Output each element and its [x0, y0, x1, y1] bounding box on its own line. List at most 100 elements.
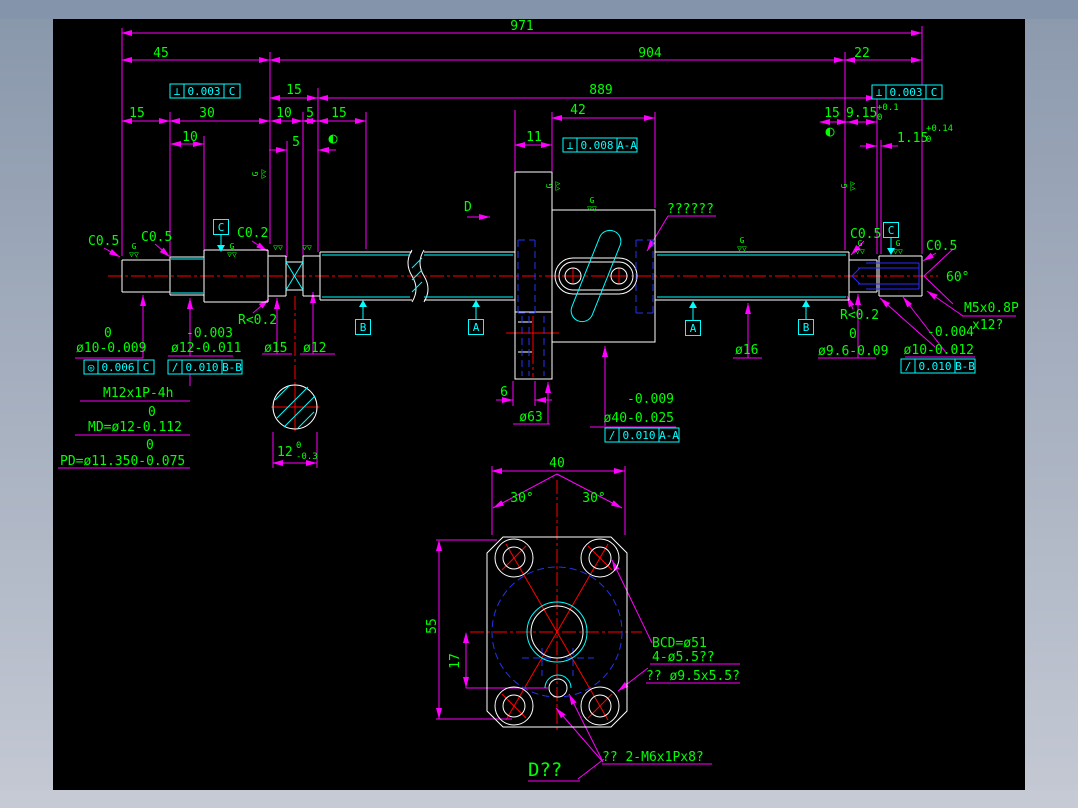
dim-15d: 15: [824, 106, 840, 121]
surface-finish-symbol: G▽▽: [227, 242, 237, 259]
dim-10a: 10: [276, 106, 292, 121]
fcf-value: 0.008: [580, 139, 613, 152]
surface-finish-symbol: G▽▽: [545, 181, 562, 191]
dim-63: ø63: [519, 410, 542, 425]
tol-d16: ø16: [735, 343, 758, 358]
fcf-symbol: /: [905, 360, 912, 373]
tol-d15: ø15: [264, 341, 287, 356]
datum-label: B: [360, 321, 367, 334]
fcf-symbol: /: [609, 429, 616, 442]
bv-dim-17: 17: [448, 653, 463, 669]
tol-d12: ø12-0.011: [171, 341, 241, 356]
surface-finish-symbol: G▽▽: [587, 196, 597, 213]
datum-label: B: [803, 321, 810, 334]
fcf-datum: B-B: [955, 360, 975, 373]
surface-finish-symbol: G▽▽: [737, 236, 747, 253]
chamfer-c05-left2: C0.5: [141, 230, 172, 245]
svg-text:G: G: [132, 242, 137, 251]
surface-finish-symbol: G▽▽: [251, 169, 268, 179]
fcf-symbol: ⊥: [567, 139, 574, 152]
dim-11: 11: [526, 130, 542, 145]
fcf-symbol: /: [172, 361, 179, 374]
bv-view-name: D??: [528, 759, 562, 781]
tol-d10-sup: 0: [104, 326, 112, 341]
tol-d96: ø9.6-0.09: [818, 344, 888, 359]
datum-flag-c-right: C: [883, 222, 899, 255]
datum-flag-b-right: B: [798, 300, 814, 335]
bv-dim-40: 40: [549, 456, 565, 471]
svg-text:G: G: [230, 242, 235, 251]
sec-12-sub: -0.3: [296, 452, 318, 462]
dim-9.15-sup: +0.1: [877, 103, 899, 113]
thread-lines: [171, 229, 846, 429]
tol-d96-sup: 0: [849, 327, 857, 342]
dim-1.15: 1.15: [897, 131, 928, 146]
bv-holes: 4-ø5.5??: [652, 650, 715, 665]
surface-finish-symbols: G▽▽ G▽▽ ▽▽ ▽▽ G▽▽ G▽▽ G▽▽ G▽▽ G▽▽ G▽▽ G▽…: [129, 122, 903, 259]
dim-904: 904: [638, 46, 662, 61]
tol-d40-sup: -0.009: [627, 392, 674, 407]
surface-finish-symbol: ▽▽: [302, 243, 312, 252]
datum-flag-b-left: B: [355, 300, 371, 335]
thread-m5: M5x0.8P: [964, 301, 1019, 316]
dim-5a: 5: [306, 106, 314, 121]
chamfer-c05-left1: C0.5: [88, 234, 119, 249]
shaft-outline: [121, 171, 923, 430]
datum-flag-c-left: C: [213, 219, 229, 252]
fcf-datum: A-A: [659, 429, 679, 442]
dim-9.15: 9.15: [846, 106, 877, 121]
fcf-datum: C: [931, 86, 938, 99]
datum-flags: C B A A B C: [213, 219, 899, 336]
dim-9.15-sub: 0: [877, 113, 882, 123]
dim-1.15-sup: +0.14: [926, 124, 953, 134]
svg-text:▽▽: ▽▽: [855, 247, 865, 256]
dim-15a: 15: [286, 83, 302, 98]
bv-dim-55: 55: [425, 618, 440, 634]
svg-text:G: G: [545, 183, 554, 188]
dim-22: 22: [854, 46, 870, 61]
tol-d10r: ø10-0.012: [904, 343, 974, 358]
md-sup: 0: [148, 405, 156, 420]
svg-text:▽▽: ▽▽: [553, 181, 562, 191]
fcf-datum: C: [229, 85, 236, 98]
dim-42: 42: [570, 103, 586, 118]
svg-text:G: G: [740, 236, 745, 245]
surface-finish-symbol: G▽▽: [129, 242, 139, 259]
window-border-right: [1025, 19, 1078, 790]
datum-label: A: [473, 321, 480, 334]
svg-text:▽▽: ▽▽: [259, 169, 268, 179]
surface-finish-symbol: ▽▽: [273, 243, 283, 252]
tol-d40: ø40-0.025: [604, 411, 674, 426]
svg-text:▽▽: ▽▽: [737, 244, 747, 253]
dim-1.15-sub: 0: [926, 135, 931, 145]
tol-d12b: ø12: [303, 341, 326, 356]
fcf-value: 0.003: [187, 85, 220, 98]
datum-label: C: [888, 224, 895, 237]
bv-tap: ?? 2-M6x1Px8?: [602, 750, 704, 765]
section-arrow-label: D: [464, 200, 472, 215]
svg-text:▽▽: ▽▽: [302, 243, 312, 252]
dim-6: 6: [500, 385, 508, 400]
fcf-datum: C: [143, 361, 150, 374]
tol-d10r-sup: -0.004: [927, 325, 974, 340]
fcf-value: 0.010: [185, 361, 218, 374]
bv-angle-right: 30°: [582, 491, 605, 506]
angle-60: 60°: [946, 270, 969, 285]
fcf-symbol: ◎: [88, 361, 95, 374]
pd-note: PD=ø11.350-0.075: [60, 454, 185, 469]
datum-label: A: [690, 322, 697, 335]
annotations: 971 45 904 22 15 889 15 30 10 5 15 10 5 …: [60, 19, 1019, 781]
dim-5b: 5: [292, 135, 300, 150]
bv-bcd: BCD=ø51: [652, 636, 707, 651]
sec-12-sup: 0: [296, 441, 301, 451]
datum-flag-a-right: A: [685, 301, 701, 336]
half-view-icon: ◐: [328, 129, 337, 147]
extension-lines: [121, 26, 923, 720]
dim-45: 45: [153, 46, 169, 61]
